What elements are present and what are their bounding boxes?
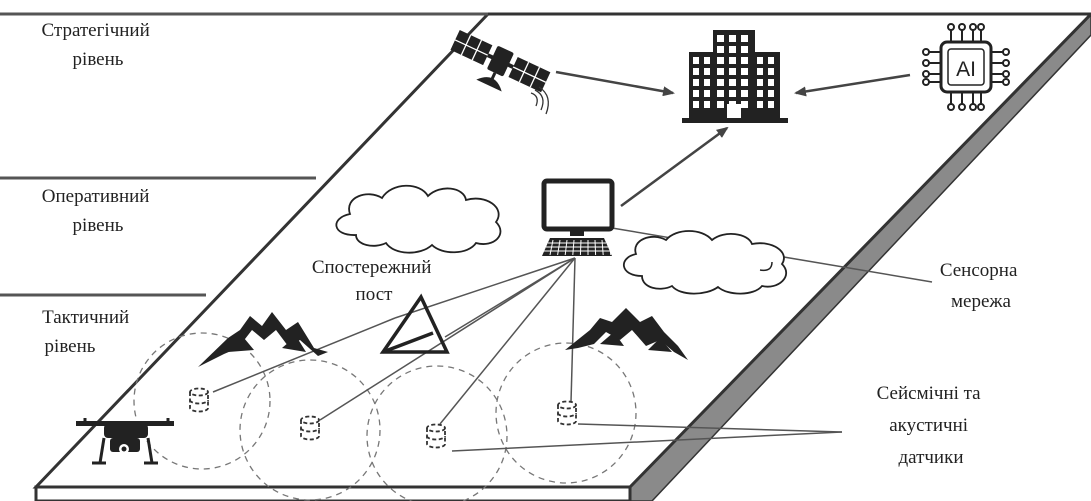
coverage-circle [495,342,637,484]
link-sensor-label [451,431,843,452]
observation-post-line2: пост [356,284,394,305]
link-computer-sensor [439,257,576,425]
link-computer-sensor [570,257,576,403]
arrows [555,70,911,208]
tactical-level-line1: Тактичний [42,307,129,328]
arrow-ai-to-hq [794,73,911,97]
mountains-icon [565,308,688,360]
mountains-icon [198,312,328,367]
network-links [212,227,933,452]
coverage-circles [133,332,637,501]
observation-post-label: Спостережний пост [312,257,436,305]
coverage-circle [133,332,271,470]
link-sensor-label [577,423,843,433]
link-post-sensor [212,317,396,393]
ai-chip-label: AI [956,58,976,81]
triangle-post-icon [379,293,450,354]
sensor-icon [189,387,209,413]
strategic-level-label: Стратегічний рівень [41,20,154,70]
coverage-circle [366,365,508,501]
observation-post-line1: Спостережний [312,257,432,278]
computer-icon [541,178,615,256]
strategic-level-line2: рівень [73,49,124,70]
sensor-network-label: Сенсорна мережа [940,260,1022,312]
coverage-circle [239,359,381,501]
plane-front-face [34,485,632,501]
sensor-icon [300,415,320,441]
arrow-satellite-to-hq [555,70,675,97]
tactical-level-line2: рівень [45,336,96,357]
tactical-level-label: Тактичний рівень [42,307,134,357]
operational-level-label: Оперативний рівень [42,186,154,236]
ai-chip-icon: AI [922,23,1010,111]
sensors-line2: акустичні [889,415,968,436]
link-computer-sensor [319,257,576,421]
arrow-computer-to-hq [620,126,729,208]
sensors-line1: Сейсмічні та [877,383,982,404]
sensor-icon [557,400,577,426]
drone-icon [76,418,174,465]
cloud-icon [335,184,502,254]
sensors [189,387,577,449]
cloud-icon [623,230,788,295]
cloud-inner-stroke [759,261,773,272]
sensor-icon [426,423,446,449]
strategic-level-line1: Стратегічний [41,20,149,41]
sensors-label: Сейсмічні та акустичні датчики [877,383,986,468]
sensors-line3: датчики [898,447,963,468]
satellite-icon [450,29,551,93]
headquarters-building-icon [682,30,788,123]
sensor-network-line2: мережа [951,291,1012,312]
operational-level-line1: Оперативний [42,186,150,207]
sensor-network-line1: Сенсорна [940,260,1018,281]
operational-level-line2: рівень [73,215,124,236]
satellite-signal-icon [530,86,549,115]
